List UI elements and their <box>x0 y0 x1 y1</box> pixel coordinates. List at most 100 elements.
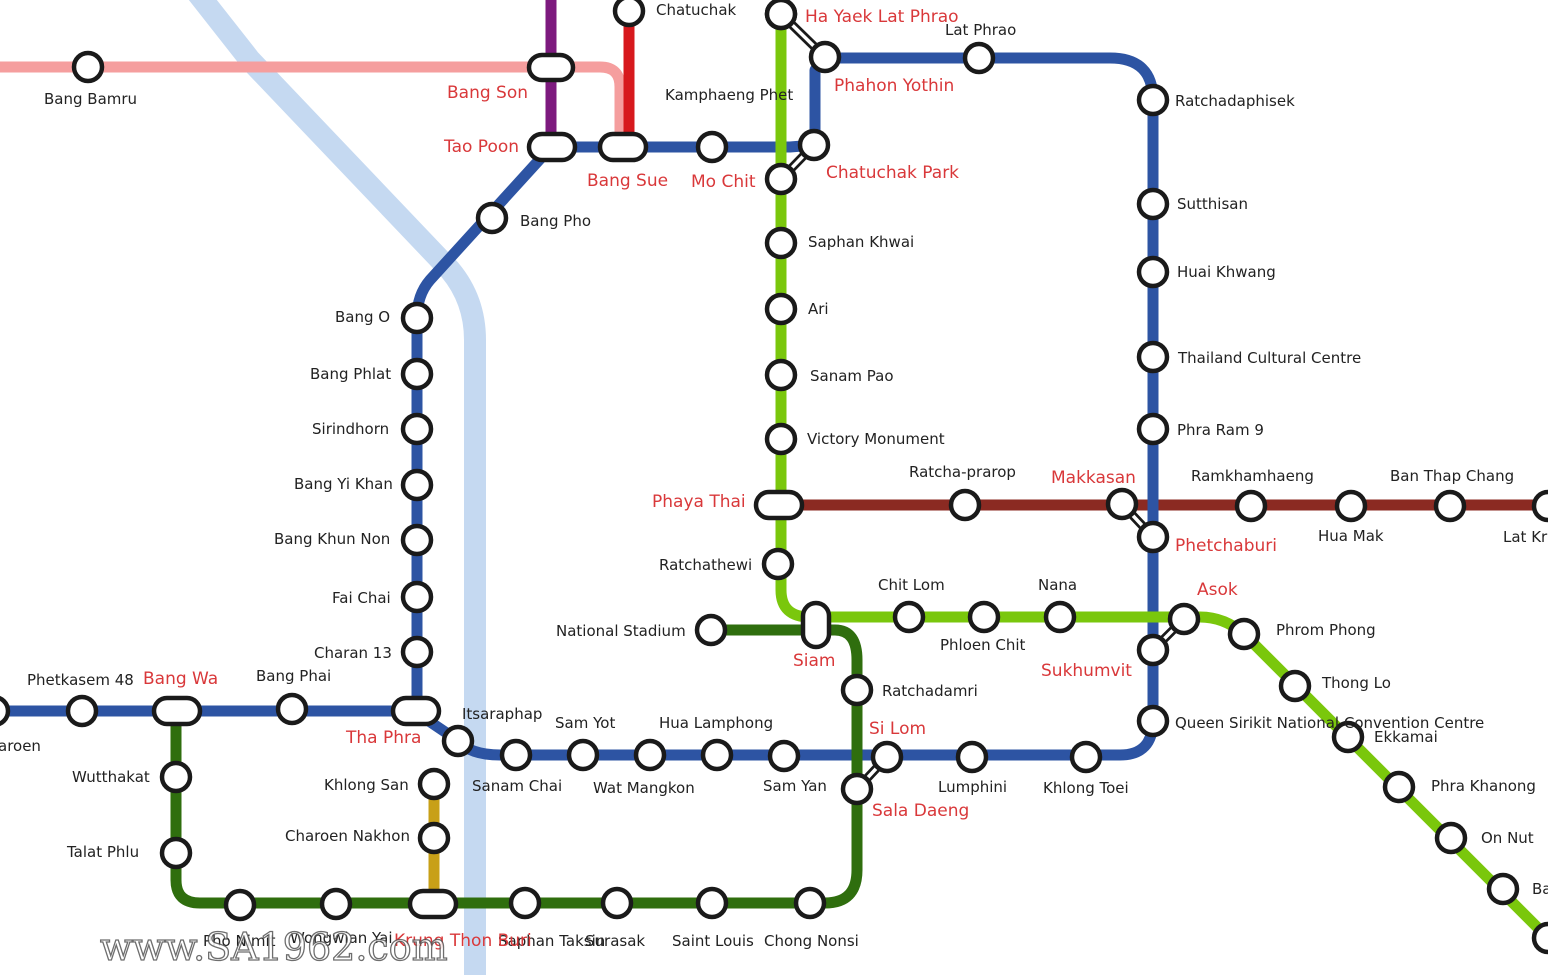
station-siam[interactable] <box>800 600 832 650</box>
station-on-nut[interactable] <box>1434 821 1468 855</box>
station-queen-sirikit[interactable] <box>1136 704 1170 738</box>
station-hua-mak[interactable] <box>1334 489 1368 523</box>
station-lumphini[interactable] <box>955 740 989 774</box>
station-bang-chak[interactable] <box>1486 872 1520 906</box>
label-makkasan: Makkasan <box>1051 468 1136 488</box>
station-sirindhorn[interactable] <box>400 412 434 446</box>
station-phra-khanong[interactable] <box>1382 770 1416 804</box>
station-bang-sue[interactable] <box>597 131 649 163</box>
station-lat-krabang[interactable] <box>1531 489 1548 523</box>
label-bang-chak: Ba <box>1532 880 1548 898</box>
station-ratchadamri[interactable] <box>840 673 874 707</box>
station-bang-yi-khan[interactable] <box>400 468 434 502</box>
station-krung-thon-buri[interactable] <box>407 888 459 920</box>
station-hua-lamphong[interactable] <box>700 738 734 772</box>
station-tao-poon[interactable] <box>526 131 578 163</box>
station-wutthakat[interactable] <box>159 760 193 794</box>
station-chatuchak-park-2[interactable] <box>797 128 831 162</box>
station-sutthisan[interactable] <box>1136 187 1170 221</box>
station-ban-thap-chang[interactable] <box>1433 489 1467 523</box>
label-nana: Nana <box>1038 576 1077 594</box>
station-wat-mangkon[interactable] <box>633 738 667 772</box>
label-bang-yi-khan: Bang Yi Khan <box>294 475 393 493</box>
stations <box>0 0 1548 955</box>
station-ratchadaphisek[interactable] <box>1136 83 1170 117</box>
label-ratchadamri: Ratchadamri <box>882 682 978 700</box>
station-sam-yan[interactable] <box>767 739 801 773</box>
station-sanam-pao[interactable] <box>764 358 798 392</box>
station-ramkhamhaeng[interactable] <box>1234 489 1268 523</box>
station-thong-lo[interactable] <box>1278 669 1312 703</box>
station-phahon-yothin-1[interactable] <box>764 0 798 31</box>
station-ekkamai[interactable] <box>1331 720 1365 754</box>
station-tha-phra[interactable] <box>390 695 442 727</box>
station-ratchathewi[interactable] <box>761 547 795 581</box>
station-bang-phai[interactable] <box>275 692 309 726</box>
station-sam-yot[interactable] <box>566 738 600 772</box>
station-bang-wa-x[interactable] <box>1531 921 1548 955</box>
label-hua-lamphong: Hua Lamphong <box>659 714 773 732</box>
label-fai-chai: Fai Chai <box>332 589 391 607</box>
label-phasi-charoen: aroen <box>0 737 41 755</box>
label-saphan-taksin: Saphan Taksin <box>498 932 605 950</box>
station-victory-monument[interactable] <box>764 422 798 456</box>
station-asok-sukhumvit-1[interactable] <box>1167 602 1201 636</box>
station-makkasan-phetchaburi-2[interactable] <box>1136 520 1170 554</box>
station-saint-louis[interactable] <box>695 886 729 920</box>
station-itsaraphap[interactable] <box>441 724 475 758</box>
station-talat-phlu[interactable] <box>159 836 193 870</box>
station-phaya-thai[interactable] <box>753 489 805 521</box>
station-wongwian-yai[interactable] <box>319 887 353 921</box>
station-bang-khun-non[interactable] <box>400 523 434 557</box>
label-asok: Asok <box>1197 580 1238 600</box>
station-surasak[interactable] <box>600 886 634 920</box>
station-charan-13[interactable] <box>400 635 434 669</box>
label-sala-daeng: Sala Daeng <box>872 801 969 821</box>
station-si-lom-sala-daeng-2[interactable] <box>840 772 874 806</box>
station-bang-wa[interactable] <box>151 695 203 727</box>
station-national-stadium[interactable] <box>694 613 728 647</box>
station-khlong-toei[interactable] <box>1069 740 1103 774</box>
station-phrom-phong[interactable] <box>1227 617 1261 651</box>
station-si-lom-sala-daeng-1[interactable] <box>870 740 904 774</box>
station-saphan-taksin[interactable] <box>508 886 542 920</box>
label-bang-son: Bang Son <box>447 83 528 103</box>
label-phahon-yothin: Phahon Yothin <box>834 76 954 96</box>
station-khlong-san[interactable] <box>417 767 451 801</box>
station-fai-chai[interactable] <box>400 580 434 614</box>
station-bang-phlat[interactable] <box>400 357 434 391</box>
station-ratcha-prarop[interactable] <box>948 488 982 522</box>
station-phasi-charoen[interactable] <box>0 695 11 727</box>
label-phaya-thai: Phaya Thai <box>652 492 746 512</box>
station-kamphaeng-phet[interactable] <box>695 130 729 164</box>
station-bang-o[interactable] <box>400 301 434 335</box>
station-bang-son[interactable] <box>526 52 576 83</box>
station-phra-ram-9[interactable] <box>1136 412 1170 446</box>
station-chit-lom[interactable] <box>892 600 926 634</box>
station-phetkasem-48[interactable] <box>65 694 99 728</box>
station-phloen-chit[interactable] <box>967 600 1001 634</box>
label-phetkasem-48: Phetkasem 48 <box>27 671 134 689</box>
label-on-nut: On Nut <box>1481 829 1534 847</box>
station-chatuchak[interactable] <box>612 0 646 28</box>
station-lat-phrao[interactable] <box>962 41 996 75</box>
label-victory-monument: Victory Monument <box>807 430 945 448</box>
station-huai-khwang[interactable] <box>1136 255 1170 289</box>
station-saphan-khwai[interactable] <box>764 226 798 260</box>
station-makkasan-phetchaburi-1[interactable] <box>1105 487 1139 521</box>
station-chong-nonsi[interactable] <box>793 886 827 920</box>
label-phra-ram-9: Phra Ram 9 <box>1177 421 1264 439</box>
station-bang-pho[interactable] <box>475 201 509 235</box>
station-charoen-nakhon[interactable] <box>417 821 451 855</box>
station-thailand-cultural-centre[interactable] <box>1136 340 1170 374</box>
label-ban-thap-chang: Ban Thap Chang <box>1390 467 1514 485</box>
label-thailand-cultural-centre: Thailand Cultural Centre <box>1177 349 1361 367</box>
station-pho-nimit[interactable] <box>223 888 257 922</box>
station-sanam-chai[interactable] <box>499 738 533 772</box>
station-chatuchak-park-1[interactable] <box>764 162 798 196</box>
station-ari[interactable] <box>764 292 798 326</box>
station-bang-bamru[interactable] <box>71 50 105 84</box>
station-phahon-yothin-2[interactable] <box>808 40 842 74</box>
station-nana[interactable] <box>1043 600 1077 634</box>
station-asok-sukhumvit-2[interactable] <box>1136 633 1170 667</box>
